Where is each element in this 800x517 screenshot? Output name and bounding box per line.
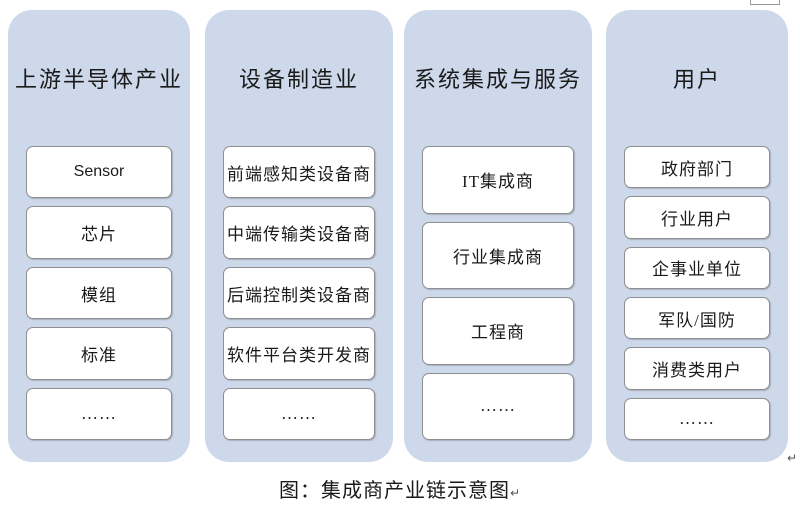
chain-item-ellipsis: …… [624,397,770,440]
chain-item-ellipsis: …… [26,387,172,441]
chain-item: 后端控制类设备商 [223,266,375,320]
chain-item: 行业集成商 [422,221,574,289]
cropped-textbox-artifact [750,0,780,5]
column-title: 用户 [672,67,721,92]
chain-item: 工程商 [422,297,574,365]
chain-item: 前端感知类设备商 [223,146,375,199]
paragraph-mark: ↵ [787,451,798,465]
column-upstream-semiconductor: 上游半导体产业 Sensor 芯片 模组 标准 …… [8,10,190,462]
chain-item: 标准 [26,327,172,380]
column-title: 上游半导体产业 [14,67,183,92]
chain-item-ellipsis: …… [422,372,574,440]
chain-item: 中端传输类设备商 [223,206,375,259]
chain-item: Sensor [26,146,172,199]
chain-item: IT集成商 [422,146,574,214]
chain-item: 芯片 [26,206,172,259]
chain-item-ellipsis: …… [223,387,375,441]
column-title: 设备制造业 [238,67,359,92]
chain-item: 企事业单位 [624,246,770,289]
chain-item: 模组 [26,266,172,320]
chain-item: 软件平台类开发商 [223,327,375,380]
chain-item: 行业用户 [624,196,770,239]
column-items: 政府部门 行业用户 企事业单位 军队/国防 消费类用户 …… [624,146,770,440]
column-users: 用户 政府部门 行业用户 企事业单位 军队/国防 消费类用户 …… [606,10,788,462]
figure-caption: 图：集成商产业链示意图↵ [0,474,800,503]
chain-item: 消费类用户 [624,347,770,390]
figure-caption-text: 图：集成商产业链示意图 [278,480,510,502]
column-title: 系统集成与服务 [413,67,582,92]
paragraph-mark: ↵ [509,486,522,500]
chain-item: 军队/国防 [624,296,770,340]
column-items: 前端感知类设备商 中端传输类设备商 后端控制类设备商 软件平台类开发商 …… [223,146,375,441]
column-items: IT集成商 行业集成商 工程商 …… [422,146,574,440]
column-equipment-manufacturing: 设备制造业 前端感知类设备商 中端传输类设备商 后端控制类设备商 软件平台类开发… [205,10,393,462]
column-system-integration-services: 系统集成与服务 IT集成商 行业集成商 工程商 …… [404,10,592,462]
column-items: Sensor 芯片 模组 标准 …… [26,146,172,441]
chain-item: 政府部门 [624,146,770,189]
